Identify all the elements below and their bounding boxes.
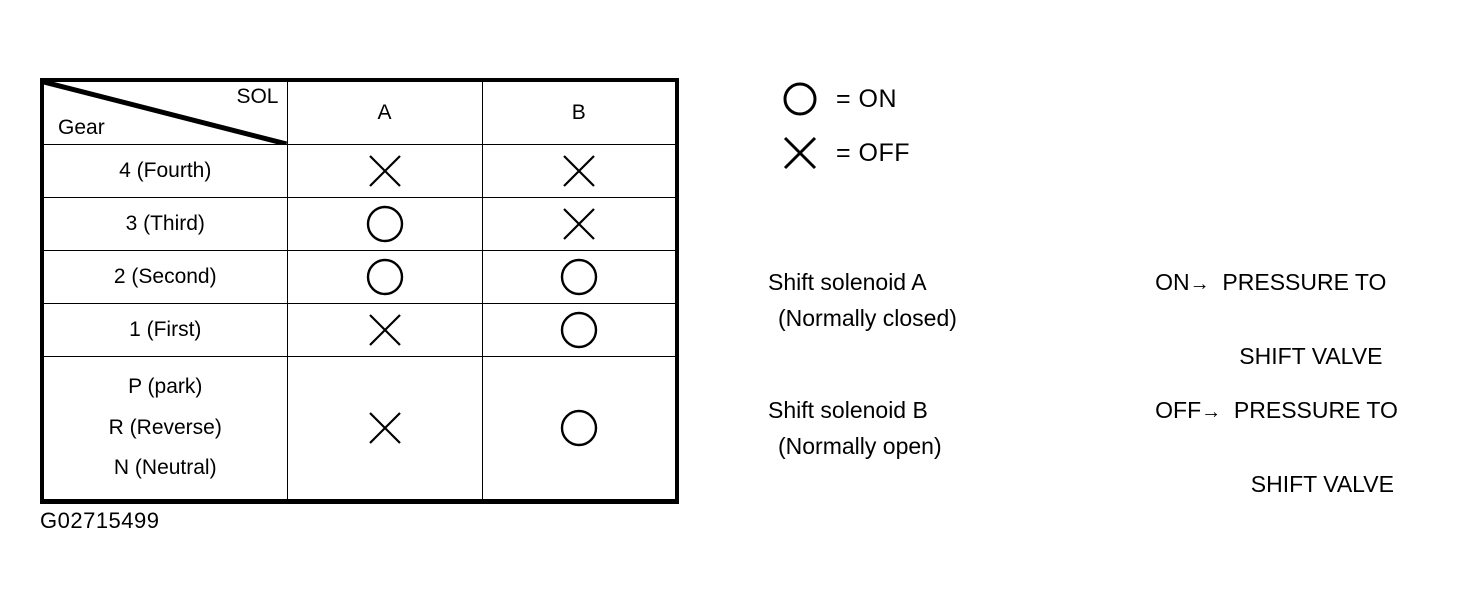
gear-label-cell: 4 (Fourth) [40, 144, 288, 198]
legend: = ON = OFF [782, 72, 910, 180]
cell-a-row-prn [286, 356, 483, 504]
gear-label-cell: 3 (Third) [40, 197, 288, 251]
legend-item-on: = ON [782, 72, 910, 126]
solenoid-b-effect-line2: SHIFT VALVE [1250, 471, 1394, 497]
cross-icon [367, 312, 403, 348]
cell-a-row-3 [286, 197, 483, 251]
circle-icon [559, 257, 599, 297]
solenoid-a-title: Shift solenoid A [768, 269, 927, 295]
circle-icon [365, 257, 405, 297]
gear-label-cell-prn: P (park) R (Reverse) N (Neutral) [40, 356, 288, 504]
solenoid-b-effect-line1: PRESSURE TO [1233, 397, 1398, 423]
cell-b-row-3 [481, 197, 679, 251]
cross-icon [782, 135, 828, 171]
solenoid-a-subtitle: (Normally closed) [778, 305, 957, 331]
shift-solenoid-application-table: SOL Gear A B 4 (Fourth) [40, 78, 679, 504]
circle-icon [782, 81, 828, 117]
column-header-a: A [286, 78, 483, 145]
circle-icon [559, 408, 599, 448]
legend-label-on: = ON [836, 84, 898, 113]
cell-a-row-1 [286, 303, 483, 357]
solenoid-a-effect-line1: PRESSURE TO [1222, 269, 1387, 295]
circle-icon [559, 310, 599, 350]
table-row: 2 (Second) [40, 250, 679, 304]
solenoid-b-state: OFF [1155, 397, 1202, 423]
table-row: 1 (First) [40, 303, 679, 357]
table-row: 3 (Third) [40, 197, 679, 251]
legend-item-off: = OFF [782, 126, 910, 180]
solenoid-a-effect: ON→ PRESSURE TO SHIFT VALVE [1104, 228, 1386, 374]
arrow-right-icon: → [1201, 401, 1222, 423]
note-block-solenoid-a: Shift solenoid A (Normally closed) ON→ P… [768, 228, 1458, 369]
solenoid-a-effect-line2: SHIFT VALVE [1239, 343, 1383, 369]
solenoid-b-effect: OFF→ PRESSURE TO SHIFT VALVE [1104, 356, 1398, 502]
corner-sol-label: SOL [236, 85, 279, 108]
table-row: P (park) R (Reverse) N (Neutral) [40, 356, 679, 504]
solenoid-a-name: Shift solenoid A (Normally closed) [768, 228, 957, 372]
cross-icon [561, 153, 597, 189]
gear-label-park: P (park) [128, 374, 203, 398]
arrow-right-icon: → [1189, 273, 1210, 295]
gear-label-neutral: N (Neutral) [113, 456, 217, 480]
solenoid-a-state: ON [1155, 269, 1190, 295]
cell-a-row-4 [286, 144, 483, 198]
figure-caption: G02715499 [40, 508, 160, 533]
cell-b-row-1 [481, 303, 679, 357]
cell-b-row-prn [481, 356, 679, 504]
cell-a-row-2 [286, 250, 483, 304]
gear-label-cell: 2 (Second) [40, 250, 288, 304]
table-header-row: SOL Gear A B [40, 78, 679, 145]
table-row: 4 (Fourth) [40, 144, 679, 198]
solenoid-b-name: Shift solenoid B (Normally open) [768, 356, 942, 500]
solenoid-notes: Shift solenoid A (Normally closed) ON→ P… [768, 228, 1458, 497]
cross-icon [367, 410, 403, 446]
circle-icon [365, 204, 405, 244]
cell-b-row-4 [481, 144, 679, 198]
corner-header-cell: SOL Gear [40, 78, 288, 145]
cross-icon [367, 153, 403, 189]
column-header-b: B [481, 78, 679, 145]
cross-icon [561, 206, 597, 242]
legend-label-off: = OFF [836, 138, 911, 167]
cell-b-row-2 [481, 250, 679, 304]
diagonal-divider-icon [44, 82, 287, 144]
note-block-solenoid-b: Shift solenoid B (Normally open) OFF→ PR… [768, 356, 1458, 497]
gear-label-cell: 1 (First) [40, 303, 288, 357]
solenoid-b-subtitle: (Normally open) [778, 433, 942, 459]
gear-label-reverse: R (Reverse) [108, 415, 222, 439]
corner-gear-label: Gear [58, 116, 105, 139]
solenoid-b-title: Shift solenoid B [768, 397, 928, 423]
